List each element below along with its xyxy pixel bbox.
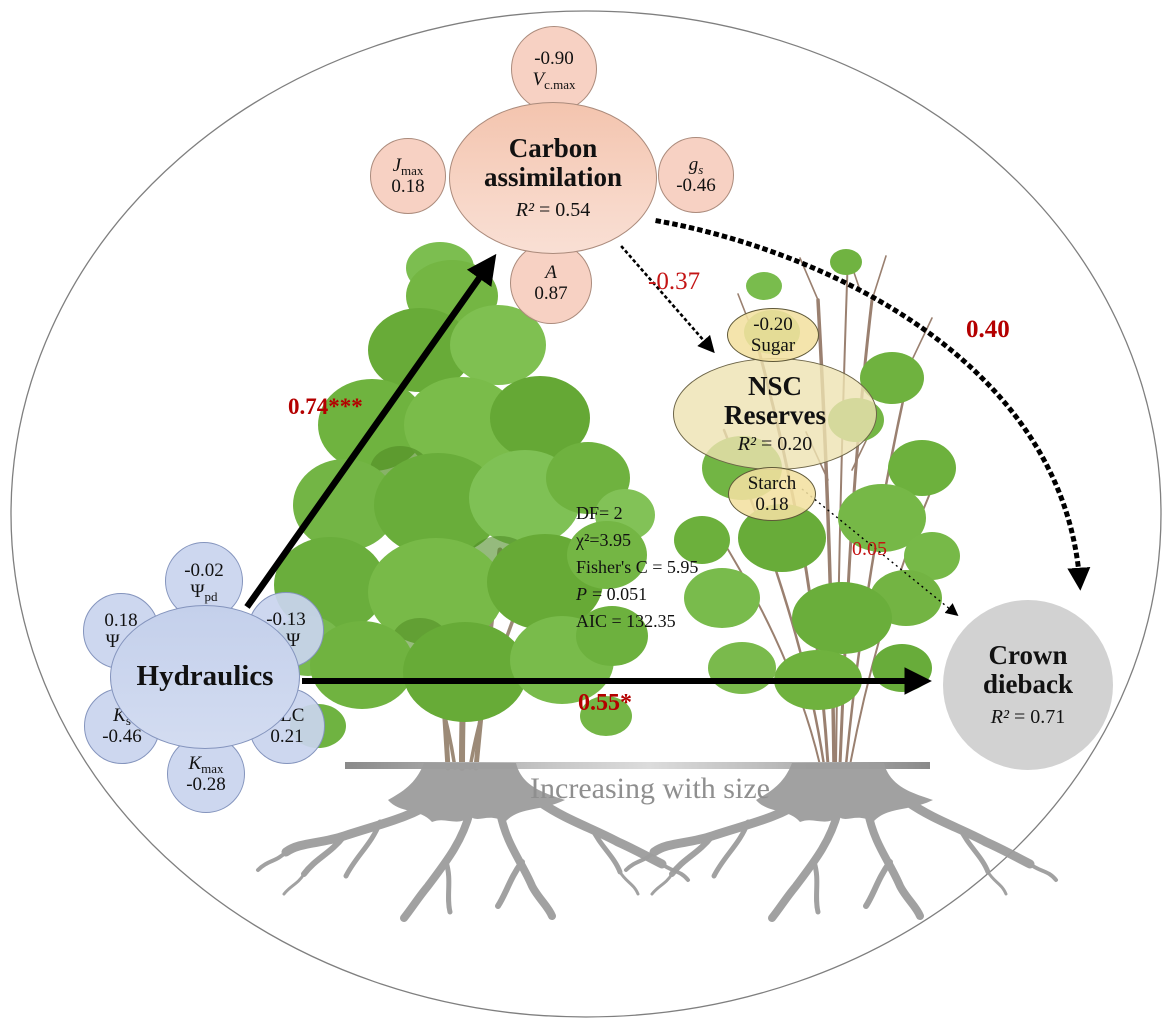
outer-ellipse-border [10,10,1162,1018]
a-symbol: A [545,261,557,283]
healthy-tree-foliage [272,242,655,748]
sugar-label: Sugar [750,335,796,356]
starch-value: 0.18 [755,494,789,515]
satellite-vcmax: -0.90 Vc.max [511,26,597,112]
nsc-r2: R²= 0.20 [737,433,813,456]
nsc-title-line2: Reserves [724,400,826,431]
gs-value: -0.46 [676,175,716,196]
crown-dieback-node: Crown dieback R²= 0.71 [943,600,1113,770]
right-root-silhouette [624,763,1058,922]
coef-carbon-crown: 0.40 [966,316,1010,343]
hydraulics-node: Hydraulics [110,605,300,749]
carbon-assimilation-node: Carbon assimilation R²= 0.54 [449,102,657,254]
nsc-reserves-node: NSC Reserves R²= 0.20 [673,358,877,470]
vcmax-value: -0.90 [534,47,574,69]
path-arrows [244,218,1091,695]
coef-hydraulics-crown: 0.55* [578,690,632,716]
stat-chi2: χ²=3.95 [576,530,632,550]
kmax-symbol: K [188,752,202,774]
healthy-tree-illustration [272,242,655,771]
ground-line [345,762,930,769]
crown-title-line1: Crown [988,640,1068,671]
arrow-hydraulics-to-carbon [244,253,497,609]
crown-r2: R²= 0.71 [990,706,1066,729]
stat-aic: AIC = 132.35 [576,611,676,631]
coef-carbon-nsc: -0.37 [648,268,701,295]
nsc-title-line1: NSC [747,371,802,402]
vcmax-symbol: V [532,69,545,90]
satellite-gs: gs -0.46 [658,137,734,213]
stat-df: DF= 2 [576,503,623,523]
increasing-with-size-label: Increasing with size [530,772,770,805]
crown-title-line2: dieback [982,669,1074,700]
stat-p: P= 0.051 [576,584,648,604]
coef-hydraulics-carbon: 0.74*** [288,394,363,419]
carbon-r2: R²= 0.54 [515,199,591,222]
model-fit-stats: DF= 2 χ²=3.95 Fisher's C = 5.95 P= 0.051… [576,500,698,635]
arrow-carbon-to-crown [655,218,1091,591]
a-value: 0.87 [534,283,568,304]
satellite-jmax: Jmax 0.18 [370,138,446,214]
plc-value: 0.21 [270,726,304,747]
dieback-tree-foliage [674,249,960,710]
delta-psi-value: -0.13 [266,608,306,630]
psi-md-symbol: Ψ [105,631,120,652]
arrow-carbon-to-nsc [620,245,715,354]
psi-md-value: 0.18 [104,609,138,631]
carbon-title-line2: assimilation [483,162,623,193]
satellite-starch: Starch 0.18 [728,467,816,521]
hydraulics-title: Hydraulics [136,660,274,693]
sugar-value: -0.20 [753,313,793,335]
psi-pd-value: -0.02 [184,559,224,581]
arrow-nsc-to-crown [801,488,959,616]
starch-label: Starch [747,472,797,494]
psi-pd-symbol: Ψ [190,581,205,602]
satellite-a: A 0.87 [510,242,592,324]
stat-fisher: Fisher's C = 5.95 [576,557,699,577]
gs-symbol: g [688,153,699,175]
satellite-sugar: -0.20 Sugar [727,308,819,362]
jmax-symbol: J [392,154,402,176]
ks-value: -0.46 [102,726,142,747]
coef-nsc-crown: 0.05 [852,538,887,560]
carbon-title-line1: Carbon [508,133,598,164]
jmax-value: 0.18 [391,176,425,197]
kmax-value: -0.28 [186,774,226,795]
